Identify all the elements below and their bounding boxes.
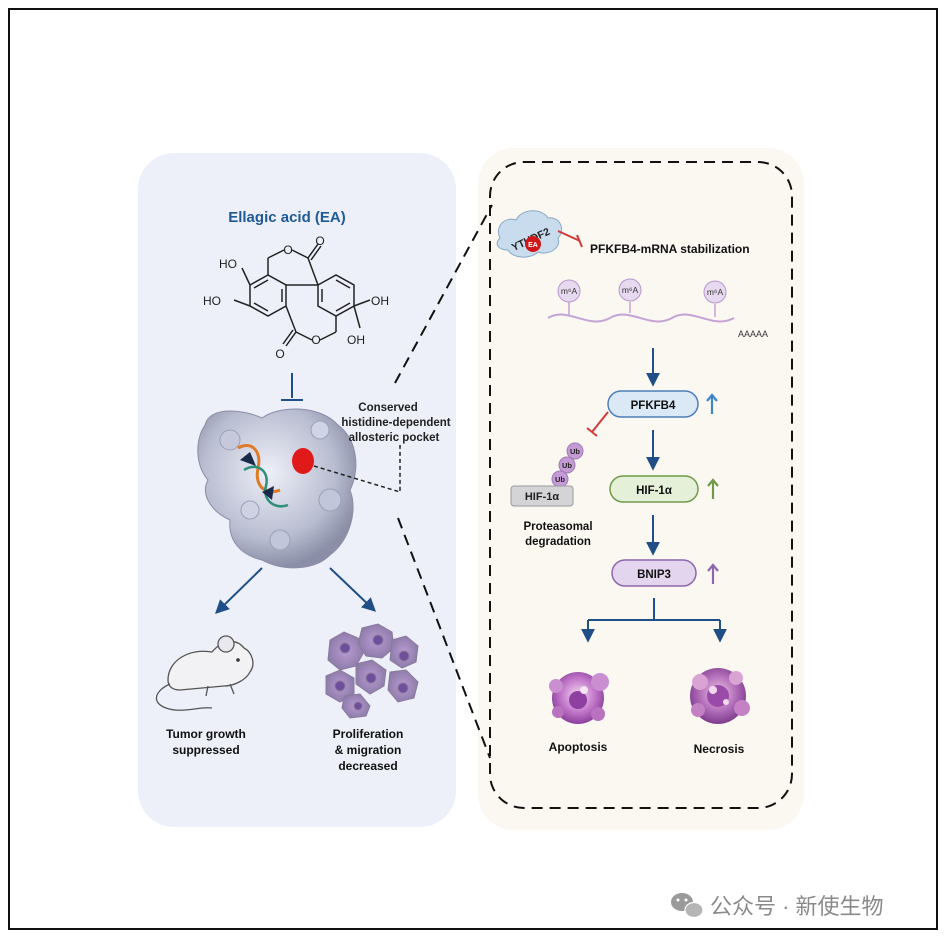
pocket-label: histidine-dependent: [341, 417, 450, 429]
necrosis-cell-icon: [690, 668, 750, 724]
oh-label: OH: [347, 333, 365, 347]
polya-tail: AAAAA: [738, 329, 768, 339]
oh-label: OH: [371, 294, 389, 308]
outcome-mouse-label: Tumor growth: [166, 727, 246, 741]
ub-label: Ub: [570, 447, 580, 456]
zoom-connector: [394, 204, 493, 384]
zoom-connector: [397, 517, 491, 759]
ub-label: Ub: [562, 461, 572, 470]
degradation-label: degradation: [525, 536, 591, 548]
arrow-to-mouse: [214, 567, 263, 614]
pfkfb4-inhibition: [586, 411, 609, 437]
necrosis-label: Necrosis: [694, 742, 745, 756]
pfkfb4-label: PFKFB4: [631, 400, 676, 412]
m6a-label: m⁶A: [707, 287, 724, 297]
stabilization-label: PFKFB4-mRNA stabilization: [590, 242, 750, 256]
mrna-strand: [547, 278, 735, 323]
ring-o-label: O: [283, 243, 292, 257]
apoptosis-label: Apoptosis: [549, 740, 608, 754]
protein-surface: [197, 408, 357, 569]
bnip3-label: BNIP3: [637, 569, 671, 581]
hif1a-label: HIF-1α: [636, 485, 672, 497]
figure-frame: [8, 8, 938, 930]
ythdf2-inhibition: [557, 230, 583, 248]
oh-label: HO: [203, 294, 221, 308]
ellagic-acid-structure: [233, 243, 371, 347]
m6a-label: m⁶A: [622, 285, 639, 295]
pocket-pointer-line: [313, 445, 401, 494]
bnip3-node: [611, 559, 697, 587]
ea-badge: [525, 236, 541, 252]
hif1a-degraded-label: HIF-1α: [525, 491, 560, 503]
carbonyl-o-label: O: [315, 234, 324, 248]
ring-o-label: O: [311, 333, 320, 347]
watermark-text: 公众号 · 新使生物: [710, 894, 884, 919]
degradation-label: Proteasomal: [523, 521, 592, 533]
apoptosis-cell-icon: [549, 672, 609, 724]
ythdf2-cloud: YTHDF2: [496, 210, 563, 258]
pocket-label: allosteric pocket: [349, 432, 440, 444]
up-arrow-green-icon: [707, 478, 719, 499]
allosteric-pocket-marker: [292, 448, 314, 474]
cancer-cells-icon: [325, 623, 419, 719]
arrow-to-cells: [329, 567, 377, 612]
outcome-cells-label: decreased: [338, 759, 397, 773]
ea-title: Ellagic acid (EA): [228, 209, 346, 226]
carbonyl-o-label: O: [275, 347, 284, 361]
up-arrow-purple-icon: [707, 563, 719, 584]
ea-badge-label: EA: [528, 242, 538, 249]
pocket-label: Conserved: [358, 402, 417, 414]
ub-label: Ub: [555, 475, 565, 484]
mouse-icon: [155, 635, 254, 711]
ubiquitin-chain: [551, 442, 584, 488]
hif1a-degraded-node: [510, 485, 574, 507]
hif1a-node: [609, 475, 699, 503]
outcome-cells-label: Proliferation: [333, 727, 404, 741]
wechat-icon: [671, 893, 704, 919]
oh-label: HO: [219, 257, 237, 271]
pfkfb4-node: [607, 390, 699, 418]
m6a-label: m⁶A: [561, 286, 578, 296]
up-arrow-blue-icon: [706, 393, 718, 414]
outcome-cells-label: & migration: [335, 743, 402, 757]
split-arrow: [588, 598, 720, 621]
outcome-mouse-label: suppressed: [172, 743, 239, 757]
inhibition-symbol: [281, 373, 303, 401]
zoom-box: [489, 161, 793, 809]
